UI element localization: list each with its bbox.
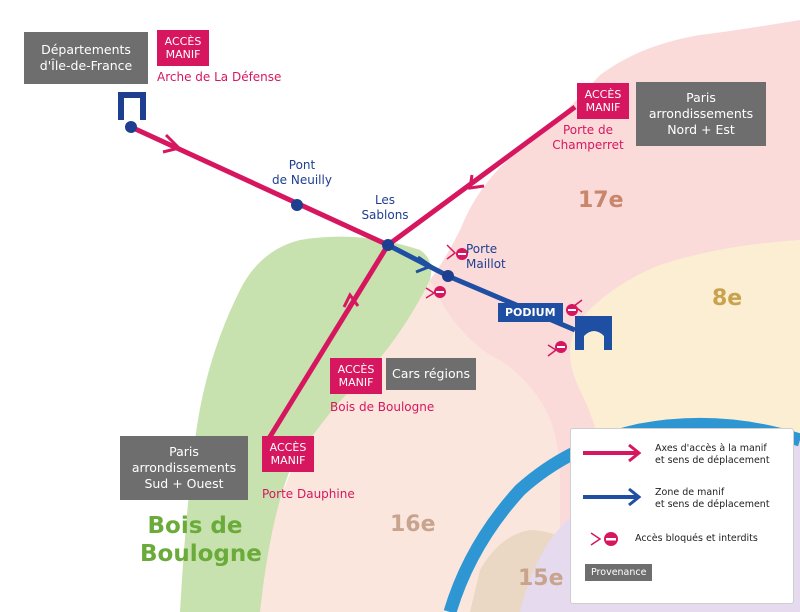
- no-entry-icon: [547, 341, 567, 357]
- podium-badge: PODIUM: [498, 303, 563, 322]
- no-entry-icon: [425, 286, 446, 299]
- place-label-dauphine: Porte Dauphine: [262, 487, 355, 501]
- acces-label: ACCÈS MANIF: [337, 363, 375, 389]
- origin-label: Paris arrondissements Sud + Ouest: [131, 444, 237, 491]
- acces-label: ACCÈS MANIF: [164, 35, 202, 61]
- stop-label-maillot: Porte Maillot: [466, 242, 506, 271]
- arch-icon: [118, 92, 146, 120]
- bois-de-boulogne-area: [180, 236, 432, 612]
- place-label-champerret: Porte de Champerret: [552, 123, 624, 152]
- origin-label: Paris arrondissements Nord + Est: [648, 90, 754, 137]
- arrow-icon: [342, 292, 360, 308]
- stop-marker-sablons: [382, 239, 394, 251]
- district-label-16: 16e: [390, 512, 436, 537]
- legend-symbols: [583, 443, 642, 546]
- arrow-icon: [415, 255, 435, 274]
- acces-badge-champerret: ACCÈS MANIF: [577, 83, 629, 119]
- district-label-17: 17e: [578, 188, 624, 213]
- origin-box-nord-est: Paris arrondissements Nord + Est: [636, 82, 766, 146]
- stop-label-neuilly: Pont de Neuilly: [272, 158, 332, 187]
- stop-label-sablons: Les Sablons: [361, 193, 409, 222]
- arrow-icon: [162, 133, 182, 154]
- park-label-bois-de-boulogne: Bois de Boulogne: [140, 513, 262, 567]
- place-label-defense: Arche de La Défense: [157, 70, 282, 84]
- acces-label: ACCÈS MANIF: [269, 441, 307, 467]
- route-champerret: [386, 104, 577, 248]
- origin-label: Cars régions: [391, 366, 471, 381]
- legend-demo-text: Zone de manif et sens de déplacement: [655, 487, 770, 510]
- acces-badge-defense: ACCÈS MANIF: [157, 30, 209, 66]
- arrow-icon: [468, 174, 485, 190]
- legend-provenance-badge: Provenance: [585, 564, 653, 581]
- stop-marker-maillot: [442, 270, 454, 282]
- origin-box-sud-ouest: Paris arrondissements Sud + Ouest: [120, 436, 248, 500]
- acces-badge-dauphine: ACCÈS MANIF: [262, 436, 314, 472]
- arrow-icon: [628, 443, 642, 463]
- map-legend: Axes d'accès à la manif et sens de dépla…: [570, 428, 794, 604]
- district-label-8: 8e: [712, 286, 743, 311]
- acces-label: ACCÈS MANIF: [584, 88, 622, 114]
- arch-icon: [575, 316, 612, 350]
- stop-marker-defense: [125, 121, 137, 133]
- origin-label: Départements d'Île-de-France: [39, 42, 133, 73]
- no-entry-icon: [446, 244, 468, 260]
- legend-access-text: Axes d'accès à la manif et sens de dépla…: [655, 443, 770, 466]
- place-label-boulogne: Bois de Boulogne: [330, 400, 435, 414]
- district-label-15: 15e: [518, 566, 564, 591]
- acces-badge-boulogne: ACCÈS MANIF: [330, 358, 382, 394]
- no-entry-icon: [566, 299, 583, 316]
- origin-box-cars-regions: Cars régions: [386, 358, 476, 390]
- route-defense: [129, 124, 390, 248]
- legend-blocked-text: Accès bloqués et interdits: [635, 533, 758, 544]
- origin-box-departements: Départements d'Île-de-France: [24, 32, 148, 84]
- no-entry-icon: [590, 532, 618, 546]
- route-dauphine: [265, 243, 391, 442]
- arrow-icon: [628, 487, 642, 507]
- stop-marker-neuilly: [291, 199, 303, 211]
